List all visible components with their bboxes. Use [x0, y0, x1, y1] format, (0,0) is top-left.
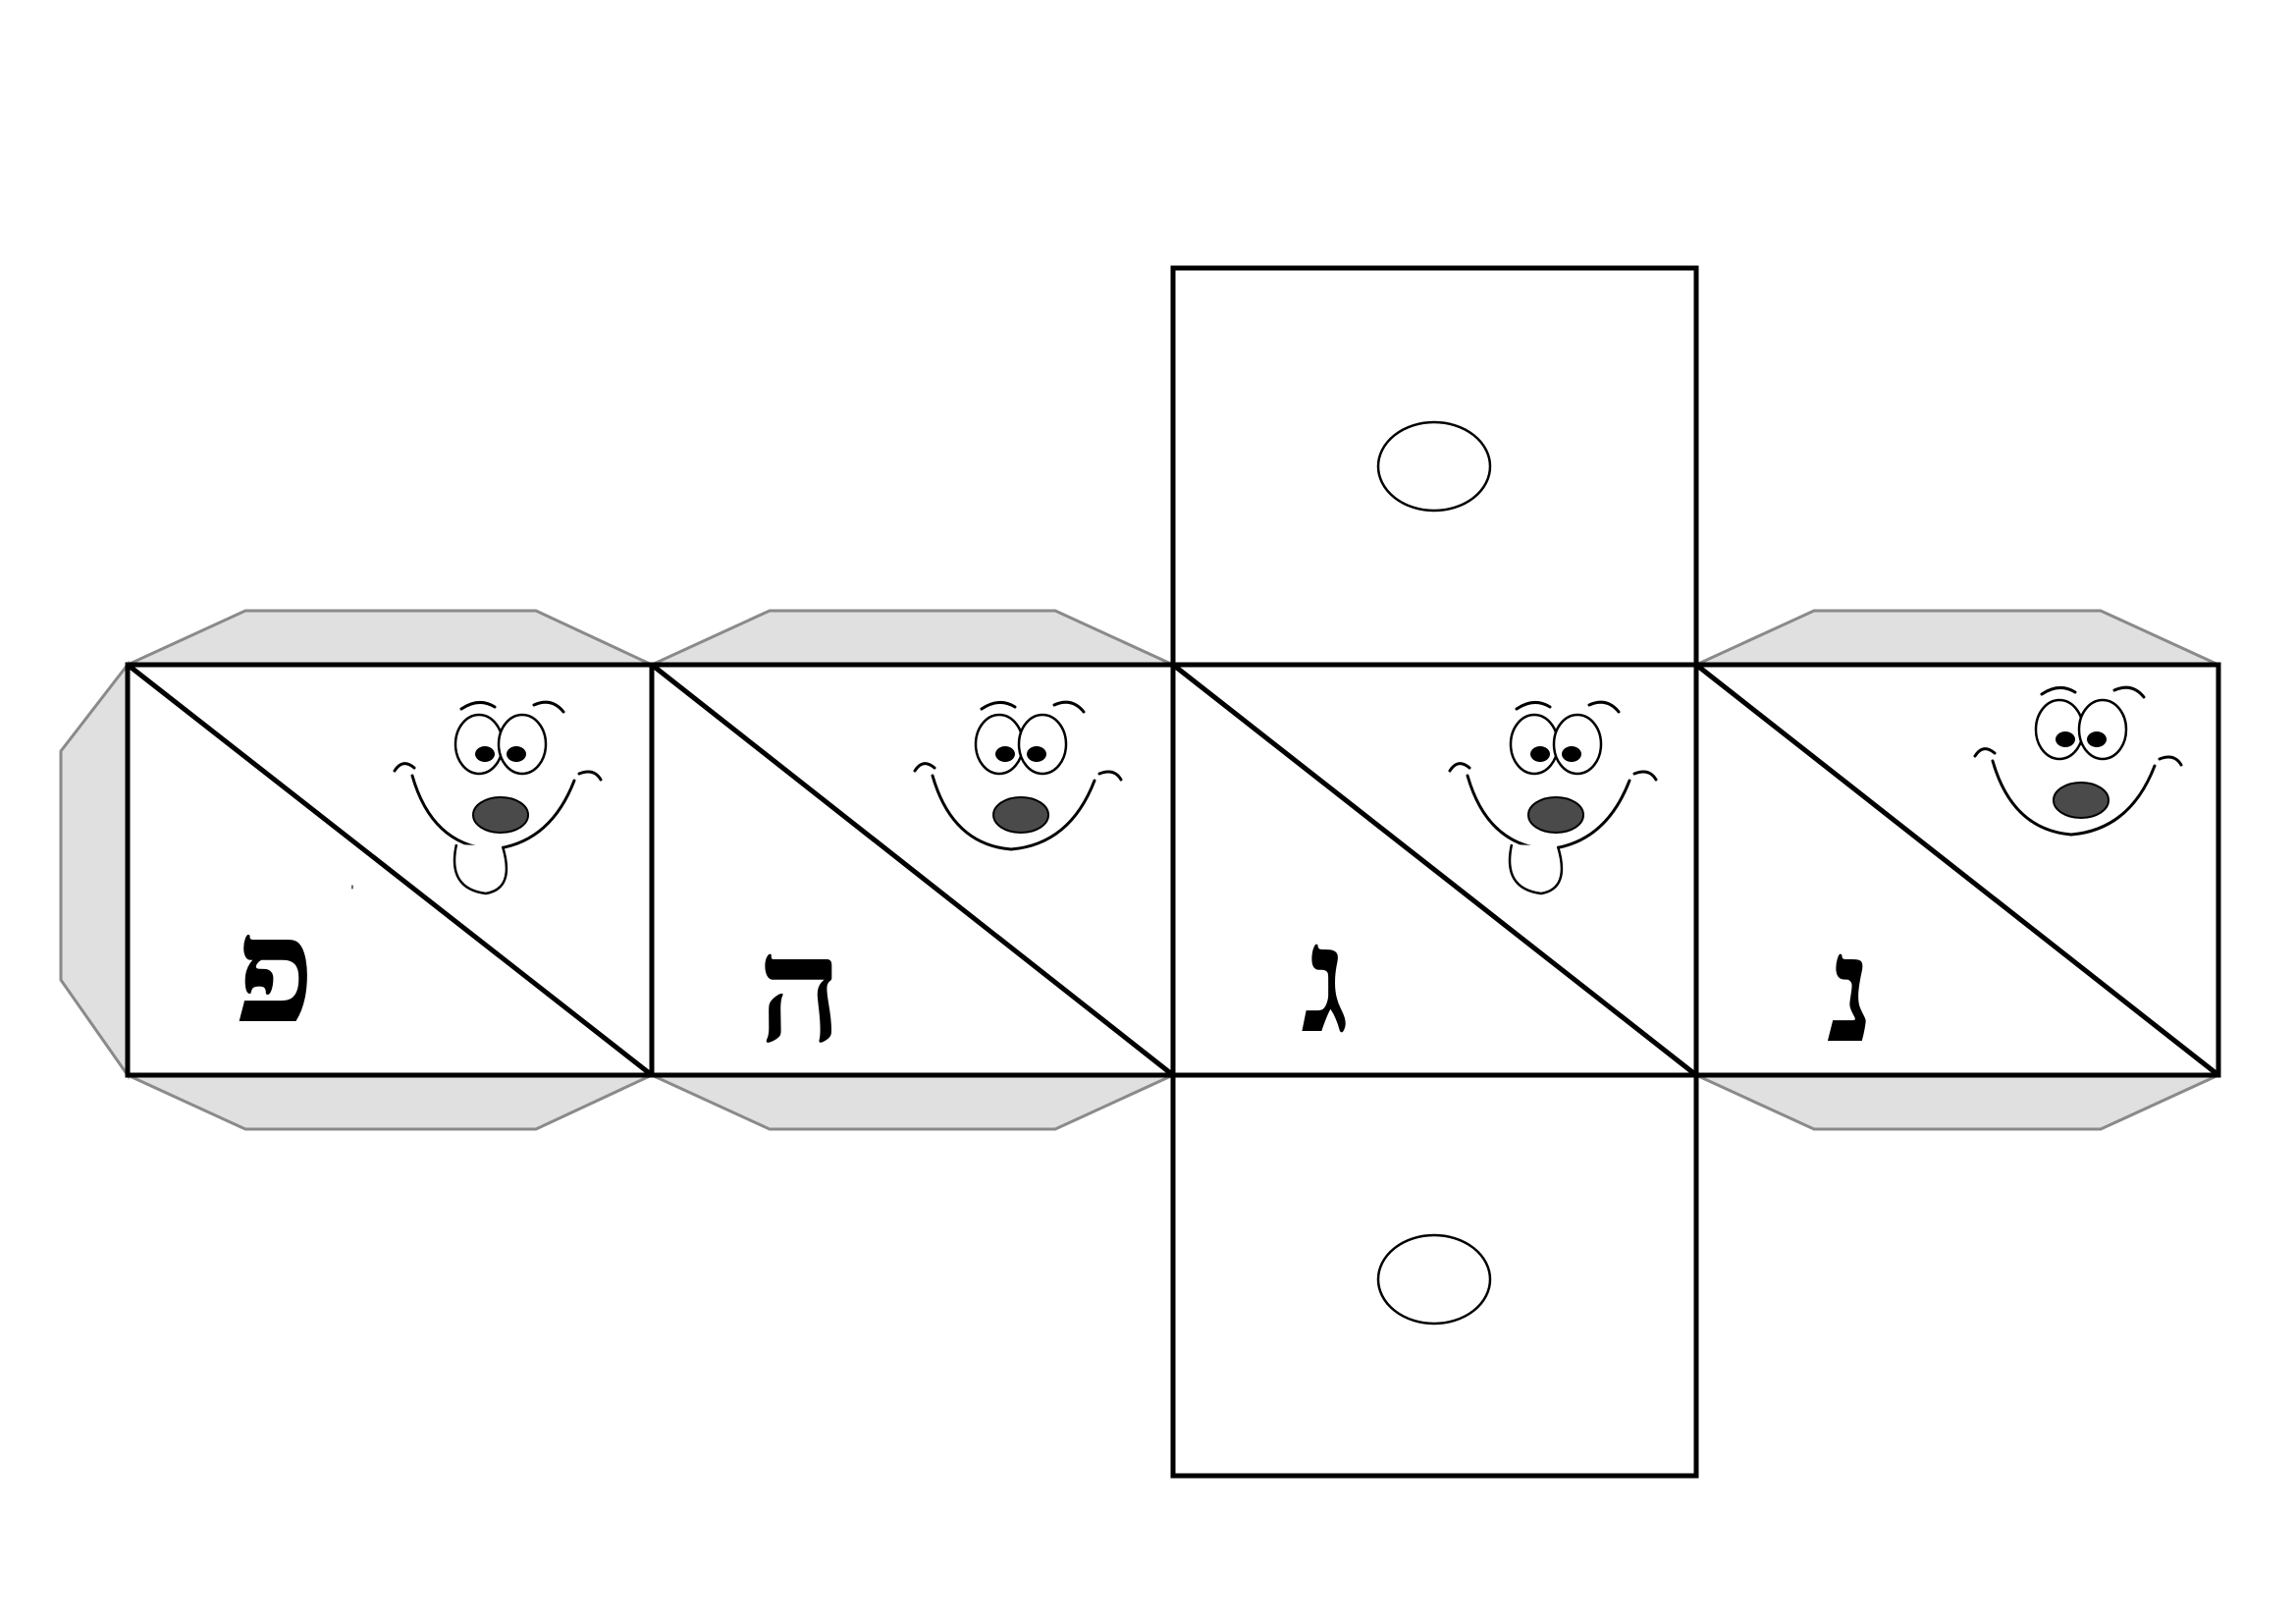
die-face-top: [1170, 265, 1699, 668]
circle-icon: [1376, 1233, 1492, 1326]
glue-flap-top-1: [127, 609, 653, 667]
glue-flap-left: [59, 660, 130, 1080]
glue-flap-bottom-2: [651, 1073, 1174, 1131]
glue-flap-top-2: [651, 609, 1174, 667]
die-face-3: ג: [1170, 662, 1699, 1078]
smiley-icon: [1973, 685, 2183, 837]
glue-flap-top-4: [1695, 609, 2219, 667]
face-letter: נ: [1827, 903, 1875, 1076]
face-diagonal: [126, 663, 654, 1077]
smiley-icon: [913, 700, 1123, 851]
die-face-4: נ: [1693, 662, 2221, 1078]
face-letter: פ: [235, 884, 315, 1056]
die-face-bottom: [1170, 1072, 1699, 1479]
face-letter: ג: [1301, 893, 1350, 1066]
smiley-tongue-icon: [393, 700, 603, 895]
circle-icon: [1376, 420, 1492, 513]
face-diagonal: [1694, 663, 2220, 1077]
die-face-2: ה: [649, 662, 1176, 1078]
glue-flap-bottom-1: [127, 1073, 653, 1131]
svg-text:': ': [350, 884, 354, 899]
face-diagonal: [1171, 663, 1698, 1077]
glue-flap-bottom-4: [1695, 1073, 2219, 1131]
smiley-tongue-icon: [1448, 700, 1658, 895]
die-face-1: פ ': [125, 662, 655, 1078]
face-letter: ה: [758, 903, 842, 1076]
face-diagonal: [650, 663, 1175, 1077]
